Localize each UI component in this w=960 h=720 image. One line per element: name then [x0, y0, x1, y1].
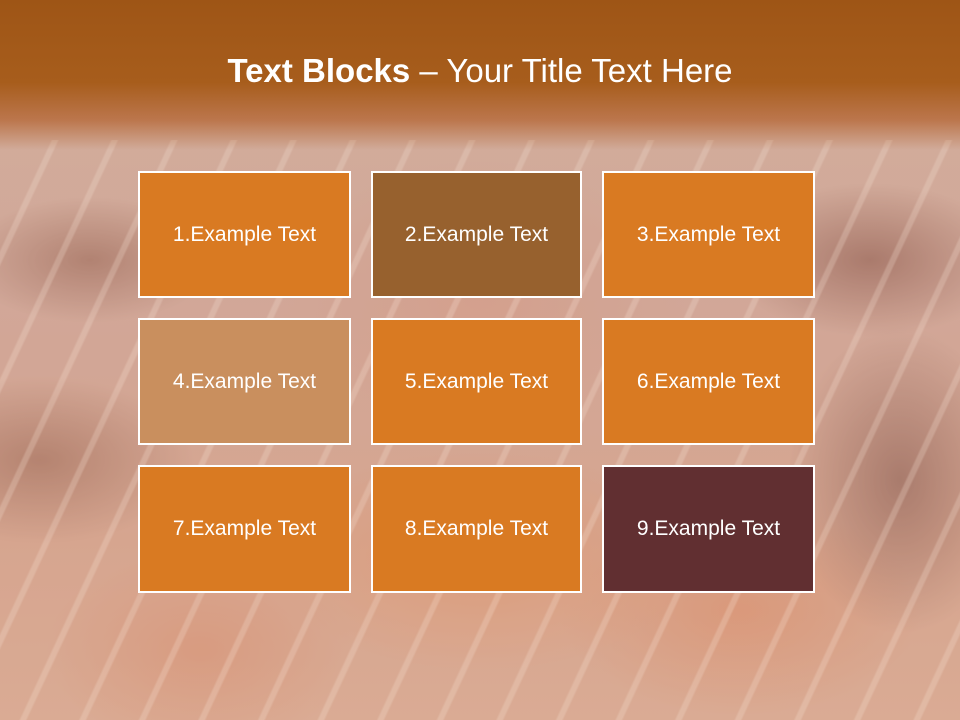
title-band	[0, 0, 960, 150]
slide-title-bold: Text Blocks	[227, 52, 411, 89]
text-blocks-grid: 1.Example Text 2.Example Text 3.Example …	[138, 171, 816, 593]
text-block-3[interactable]: 3.Example Text	[602, 171, 815, 298]
text-block-label: 8.Example Text	[404, 517, 549, 540]
slide-title: Text Blocks – Your Title Text Here	[0, 52, 960, 90]
text-block-5[interactable]: 5.Example Text	[371, 318, 582, 445]
text-block-8[interactable]: 8.Example Text	[371, 465, 582, 593]
text-block-label: 5.Example Text	[404, 369, 549, 393]
text-block-label: 4.Example Text	[172, 369, 317, 393]
slide-title-separator: –	[410, 52, 447, 89]
text-block-7[interactable]: 7.Example Text	[138, 465, 351, 593]
text-block-label: 2.Example Text	[404, 222, 549, 246]
slide-title-rest: Your Title Text Here	[446, 52, 733, 89]
text-block-label: 7.Example Text	[172, 517, 317, 540]
text-block-1[interactable]: 1.Example Text	[138, 171, 351, 298]
text-block-2[interactable]: 2.Example Text	[371, 171, 582, 298]
text-block-4[interactable]: 4.Example Text	[138, 318, 351, 445]
text-block-label: 1.Example Text	[172, 222, 317, 246]
text-block-9[interactable]: 9.Example Text	[602, 465, 815, 593]
text-block-6[interactable]: 6.Example Text	[602, 318, 815, 445]
text-block-label: 3.Example Text	[636, 222, 781, 246]
text-block-label: 6.Example Text	[636, 369, 781, 393]
text-block-label: 9.Example Text	[636, 517, 781, 540]
